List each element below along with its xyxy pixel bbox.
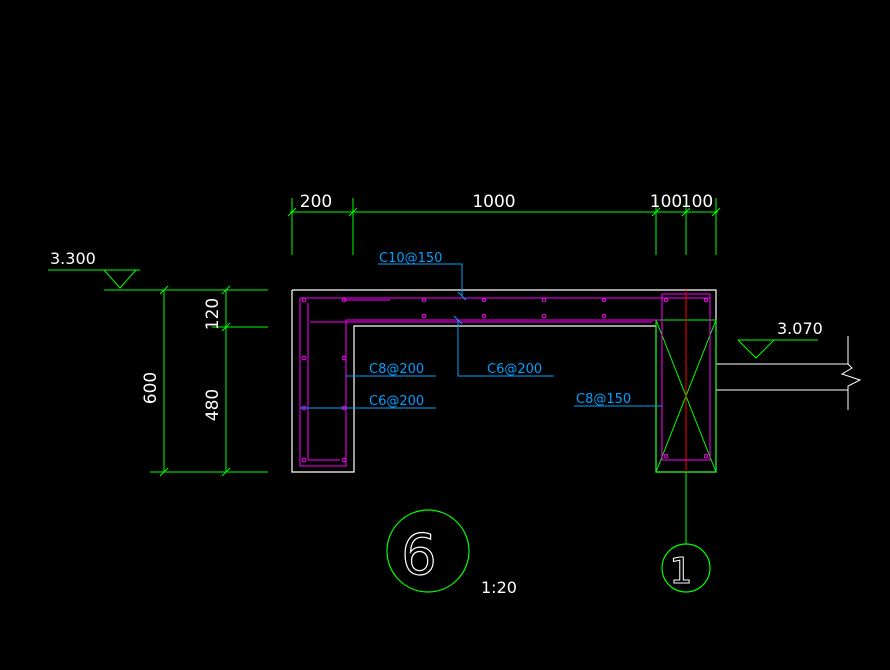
- member-outline: [291, 289, 717, 473]
- rebar-label-top: C10@150: [379, 251, 442, 266]
- elevation-marker-right: [737, 339, 818, 359]
- detail-circle: [386, 509, 470, 593]
- rebar-label-left-1: C8@200: [369, 362, 424, 377]
- detail-number: 6: [401, 523, 437, 588]
- elevation-marker-left: [48, 269, 164, 291]
- detail-scale: 1:20: [481, 578, 517, 597]
- dim-200: 200: [300, 192, 332, 212]
- axis-bubble: [661, 543, 711, 593]
- rebar-label-mid: C6@200: [487, 362, 542, 377]
- rebar-dots: [301, 297, 709, 463]
- annotation-leaders: [300, 263, 662, 409]
- dim-120: 120: [203, 298, 223, 330]
- rebar-label-left-2: C6@200: [369, 394, 424, 409]
- dim-100-b: 100: [681, 192, 713, 212]
- dim-1000: 1000: [472, 192, 515, 212]
- dim-600: 600: [141, 372, 161, 404]
- elevation-right-label: 3.070: [777, 319, 823, 338]
- elevation-left-label: 3.300: [50, 249, 96, 268]
- rebar-lines: [299, 293, 711, 467]
- axis-label: 1: [670, 551, 693, 592]
- adjacent-slab: [716, 336, 862, 410]
- top-dimension-chain: [287, 198, 721, 255]
- rebar-label-right: C8@150: [576, 392, 631, 407]
- dim-100-a: 100: [650, 192, 682, 212]
- dim-480: 480: [203, 389, 223, 421]
